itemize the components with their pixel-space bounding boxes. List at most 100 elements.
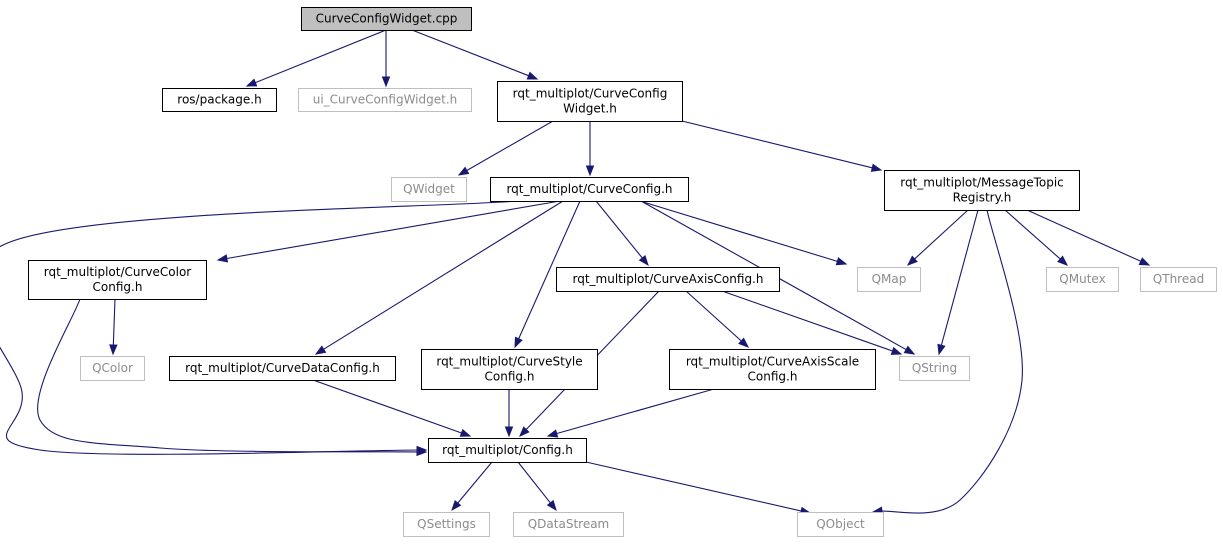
edge-line <box>878 209 1023 514</box>
node-label: Registry.h <box>953 191 1012 205</box>
node-n16: QString <box>899 356 970 381</box>
edge-line <box>912 209 969 262</box>
edge-n5-to-n13 <box>314 200 564 355</box>
edge-arrowhead <box>381 76 391 88</box>
node-n13[interactable]: rqt_multiplot/CurveDataConfig.h <box>169 356 396 381</box>
edge-arrowhead <box>546 499 557 512</box>
edge-line <box>112 298 116 349</box>
node-box <box>857 267 921 292</box>
edge-arrowhead <box>890 346 903 355</box>
node-box <box>1046 267 1119 292</box>
node-box <box>391 177 467 202</box>
edge-n6-to-n10 <box>1004 209 1069 266</box>
node-label: QDataStream <box>528 517 610 531</box>
edge-arrowhead <box>216 254 229 263</box>
node-n10: QMutex <box>1046 267 1119 292</box>
edge-arrowhead <box>459 428 472 437</box>
edge-line <box>320 200 564 352</box>
edge-line <box>681 120 876 170</box>
edge-arrowhead <box>109 344 118 356</box>
edge-n17-to-n20 <box>585 461 812 516</box>
node-box <box>403 512 490 537</box>
edge-arrowhead <box>245 78 258 87</box>
edge-line <box>685 290 744 344</box>
edge-n5-to-n7 <box>216 200 561 263</box>
edge-n7-to-n12 <box>109 298 118 356</box>
edge-arrowhead <box>638 254 649 267</box>
edge-arrowhead <box>457 166 470 176</box>
edge-line <box>312 379 465 435</box>
node-box <box>1140 267 1217 292</box>
node-box <box>428 438 587 463</box>
edge-n3-to-n6 <box>681 120 883 172</box>
edge-arrowhead <box>1138 257 1151 266</box>
edge-arrowhead <box>314 345 327 355</box>
edge-line <box>940 209 979 349</box>
node-label: QThread <box>1153 272 1204 286</box>
node-n1[interactable]: ros/package.h <box>162 88 277 112</box>
edge-n15-to-n17 <box>546 388 715 438</box>
edge-line <box>1026 209 1144 264</box>
node-box <box>162 88 277 112</box>
node-box <box>497 81 683 122</box>
edge-line <box>252 29 387 85</box>
node-box <box>490 177 689 202</box>
node-n0[interactable]: CurveConfigWidget.cpp <box>301 7 472 31</box>
node-n5[interactable]: rqt_multiplot/CurveConfig.h <box>490 177 689 202</box>
edge-line <box>595 200 645 261</box>
node-label: QSettings <box>417 517 476 531</box>
node-n9: QMap <box>857 267 921 292</box>
edge-n5-to-n17 <box>0 200 519 455</box>
edge-line <box>517 461 553 506</box>
edge-arrowhead <box>738 337 750 348</box>
edge-line <box>0 200 519 455</box>
edge-line <box>553 388 715 435</box>
node-label: rqt_multiplot/CurveAxisConfig.h <box>573 272 764 286</box>
nodes-layer: CurveConfigWidget.cpp ros/package.h ui_Cur… <box>28 7 1217 537</box>
node-box <box>169 356 396 381</box>
node-n2: ui_CurveConfigWidget.h <box>298 88 472 112</box>
node-n4: QWidget <box>391 177 467 202</box>
node-label: QMutex <box>1059 272 1105 286</box>
edge-n8-to-n15 <box>685 290 750 348</box>
edge-line <box>721 290 896 353</box>
node-label: QColor <box>92 361 133 375</box>
node-label: rqt_multiplot/CurveStyle <box>436 355 582 369</box>
node-label: rqt_multiplot/CurveConfig <box>513 87 668 101</box>
node-label: Config.h <box>485 370 535 384</box>
edge-n3-to-n4 <box>457 120 554 176</box>
edge-arrowhead <box>514 336 523 349</box>
node-box <box>513 512 624 537</box>
node-box <box>669 349 876 390</box>
node-label: rqt_multiplot/CurveAxisScale <box>686 355 859 369</box>
node-n3[interactable]: rqt_multiplot/CurveConfigWidget.h <box>497 81 683 122</box>
node-box <box>301 7 472 31</box>
edge-n0-to-n2 <box>381 30 391 88</box>
node-n8[interactable]: rqt_multiplot/CurveAxisConfig.h <box>556 267 780 292</box>
node-label: rqt_multiplot/CurveDataConfig.h <box>185 361 380 375</box>
node-label: rqt_multiplot/CurveConfig.h <box>506 182 672 196</box>
node-n17[interactable]: rqt_multiplot/Config.h <box>428 438 587 463</box>
edge-n5-to-n14 <box>514 200 581 349</box>
edge-arrowhead <box>835 257 848 266</box>
edge-arrowhead <box>906 255 918 266</box>
edge-n0-to-n3 <box>411 29 539 80</box>
edge-n14-to-n17 <box>504 389 514 438</box>
edge-arrowhead <box>870 163 883 172</box>
node-box <box>899 356 970 381</box>
node-label: QMap <box>872 272 907 286</box>
edge-n5-to-n8 <box>595 200 649 267</box>
edge-line <box>411 29 532 78</box>
node-box <box>884 170 1080 211</box>
edge-arrowhead <box>519 426 530 437</box>
node-n18: QSettings <box>403 512 490 537</box>
node-label: Config.h <box>748 370 798 384</box>
node-label: rqt_multiplot/MessageTopic <box>900 176 1064 190</box>
edge-arrowhead <box>451 499 462 512</box>
node-n20: QObject <box>797 512 884 537</box>
edge-arrowhead <box>526 71 539 80</box>
